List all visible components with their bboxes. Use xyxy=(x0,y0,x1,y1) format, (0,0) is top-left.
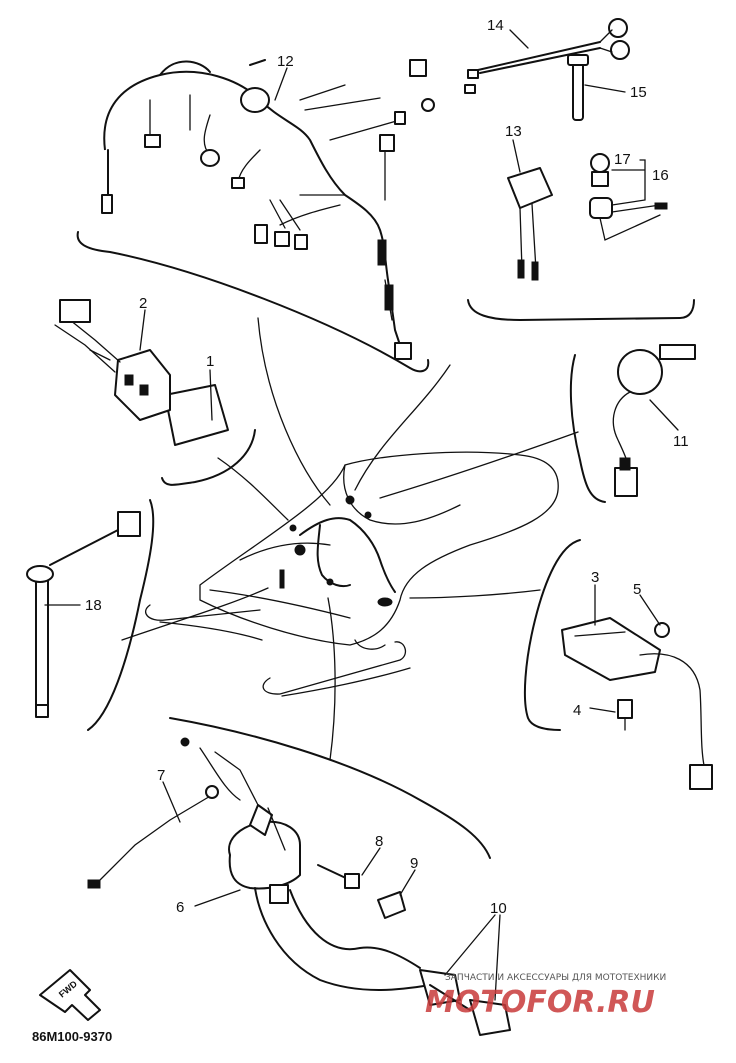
callout-13: 13 xyxy=(505,123,522,140)
callout-15: 15 xyxy=(630,84,647,101)
ignition-coil xyxy=(87,737,431,991)
callout-12: 12 xyxy=(277,53,294,70)
callout-8: 8 xyxy=(375,833,383,850)
group-boundaries xyxy=(76,231,695,859)
lead-wire xyxy=(199,747,241,801)
callout-labels: 1 2 3 4 5 6 7 8 9 10 11 12 13 14 15 16 1… xyxy=(85,17,689,917)
callout-11: 11 xyxy=(673,433,689,450)
callout-4: 4 xyxy=(573,702,581,719)
callout-14: 14 xyxy=(487,17,504,34)
watermark-tagline: ЗАПЧАСТИ И АКСЕССУАРЫ ДЛЯ МОТОТЕХНИКИ xyxy=(445,973,666,983)
callout-16: 16 xyxy=(652,167,669,184)
sub-harness xyxy=(464,18,630,94)
callout-9: 9 xyxy=(410,855,418,872)
callout-3: 3 xyxy=(591,569,599,586)
callout-1: 1 xyxy=(206,353,214,370)
bolt xyxy=(317,864,360,889)
diagram-code: 86M100-9370 xyxy=(32,1029,112,1044)
callout-18: 18 xyxy=(85,597,102,614)
band xyxy=(567,54,589,121)
pointer-lines xyxy=(121,317,579,761)
callout-6: 6 xyxy=(176,899,184,916)
main-wiring-harness xyxy=(101,59,435,360)
plug-caps xyxy=(419,969,511,1036)
snowmobile-outline xyxy=(145,451,559,697)
clamp xyxy=(377,891,406,919)
bulb-socket xyxy=(589,153,668,241)
ignition-unit xyxy=(54,299,229,446)
callout-10: 10 xyxy=(490,900,507,917)
callout-2: 2 xyxy=(139,295,147,312)
watermark: ЗАПЧАСТИ И АКСЕССУАРЫ ДЛЯ МОТОТЕХНИКИ MO… xyxy=(425,973,666,1020)
leader-lines xyxy=(44,29,679,1001)
thermo-sensor xyxy=(26,511,141,718)
callout-7: 7 xyxy=(157,767,165,784)
watermark-brand: MOTOFOR.RU xyxy=(425,985,655,1020)
forward-arrow: FWD xyxy=(39,969,101,1021)
callout-5: 5 xyxy=(633,581,641,598)
main-switch xyxy=(612,344,696,497)
callout-17: 17 xyxy=(614,151,631,168)
relay xyxy=(507,167,553,281)
rectifier-regulator xyxy=(561,617,713,790)
